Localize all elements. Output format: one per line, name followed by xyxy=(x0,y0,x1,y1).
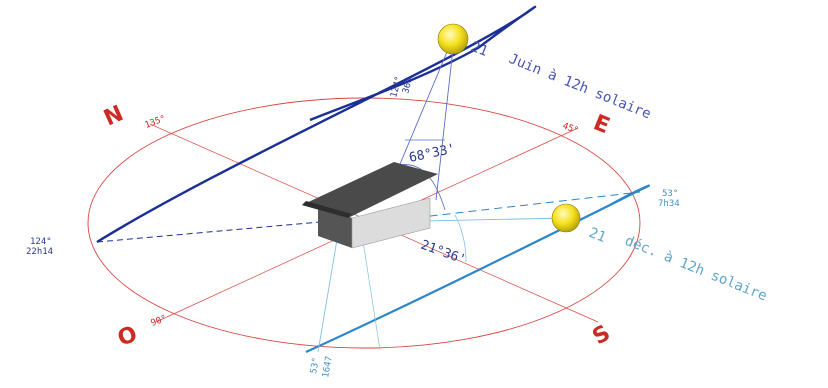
south-azimuth-bottom: 1647 xyxy=(321,355,335,378)
june-label: Juin à 12h solaire xyxy=(507,51,654,123)
dec-to-south-line xyxy=(317,221,341,353)
house-roof xyxy=(302,162,438,218)
june-sun xyxy=(437,23,469,55)
june-dashed-ray xyxy=(96,221,321,243)
june-vertical-line-2 xyxy=(435,39,455,201)
december-sun xyxy=(551,203,581,233)
cardinal-east: E xyxy=(590,110,613,139)
june-azimuth-bottom: 360 xyxy=(401,76,415,94)
house-side-wall xyxy=(351,197,431,249)
house xyxy=(302,162,438,249)
june-sun-path xyxy=(96,5,537,244)
degree-west: 90° xyxy=(150,314,169,329)
december-sun-path xyxy=(305,184,650,354)
degree-east: 45° xyxy=(561,121,580,136)
cardinal-north: N xyxy=(100,101,127,131)
east-azimuth-bottom: 7h34 xyxy=(658,199,680,209)
west-azimuth-top: 124° xyxy=(30,237,52,247)
house-roof-edge xyxy=(302,201,352,218)
degree-north: 135° xyxy=(144,114,168,131)
east-azimuth-top: 53° xyxy=(662,189,678,199)
cardinal-west: O xyxy=(115,322,141,352)
dec-altitude-arc xyxy=(454,214,467,263)
cardinal-south: S xyxy=(589,321,615,351)
december-day-label: 21 xyxy=(587,225,609,246)
june-altitude-label: 68°33' xyxy=(408,141,457,165)
june-vertical-line xyxy=(389,39,453,189)
december-label: déc. à 12h solaire xyxy=(623,233,770,305)
june-day-label: 21 xyxy=(469,39,491,60)
december-altitude-label: 21°36' xyxy=(419,238,468,268)
west-azimuth-bottom: 22h14 xyxy=(26,247,53,257)
south-azimuth-top: 53° xyxy=(309,357,322,375)
